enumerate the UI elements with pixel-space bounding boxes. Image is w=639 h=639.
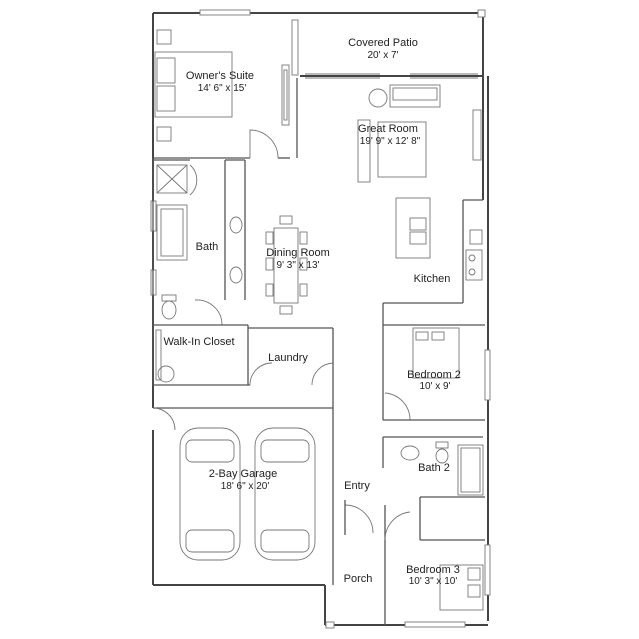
garage-dims: 18' 6" x 20' (221, 481, 270, 492)
kitchen-label: Kitchen (414, 273, 451, 285)
garage-area (179, 408, 334, 585)
porch-label: Porch (344, 573, 373, 585)
owners-suite-area (153, 29, 298, 159)
bedroom-3-area (420, 539, 485, 611)
bath-area (152, 158, 248, 326)
bedroom-2-area (382, 303, 485, 421)
garage-label: 2-Bay Garage (209, 468, 277, 480)
dining-room-label: Dining Room (266, 247, 330, 259)
bath-label: Bath (196, 241, 219, 253)
entry-label: Entry (344, 480, 370, 492)
bath-2-label: Bath 2 (418, 462, 450, 474)
dining-room-dims: 9' 3" x 13' (277, 260, 320, 271)
laundry-area (152, 327, 334, 431)
walk-in-closet-label: Walk-In Closet (163, 336, 234, 348)
bath-2-area (382, 436, 485, 540)
owners-suite-label: Owner's Suite (186, 70, 254, 82)
great-room-label: Great Room (358, 123, 418, 135)
walk-in-closet-area (152, 325, 250, 386)
owners-suite-dims: 14' 6" x 15' (198, 83, 247, 94)
great-room-dims: 19' 9" x 12' 8" (360, 136, 421, 147)
bedroom-2-dims: 10' x 9' (419, 381, 450, 392)
living-fixtures (265, 84, 483, 315)
bedroom-2-label: Bedroom 2 (407, 369, 461, 381)
patio-door (305, 73, 478, 79)
covered-patio-label: Covered Patio (348, 37, 418, 49)
laundry-label: Laundry (268, 352, 308, 364)
bedroom-3-dims: 10' 3" x 10' (409, 576, 458, 587)
bedroom-3-label: Bedroom 3 (406, 564, 460, 576)
covered-patio-dims: 20' x 7' (367, 50, 398, 61)
entry-porch-area (344, 500, 411, 625)
